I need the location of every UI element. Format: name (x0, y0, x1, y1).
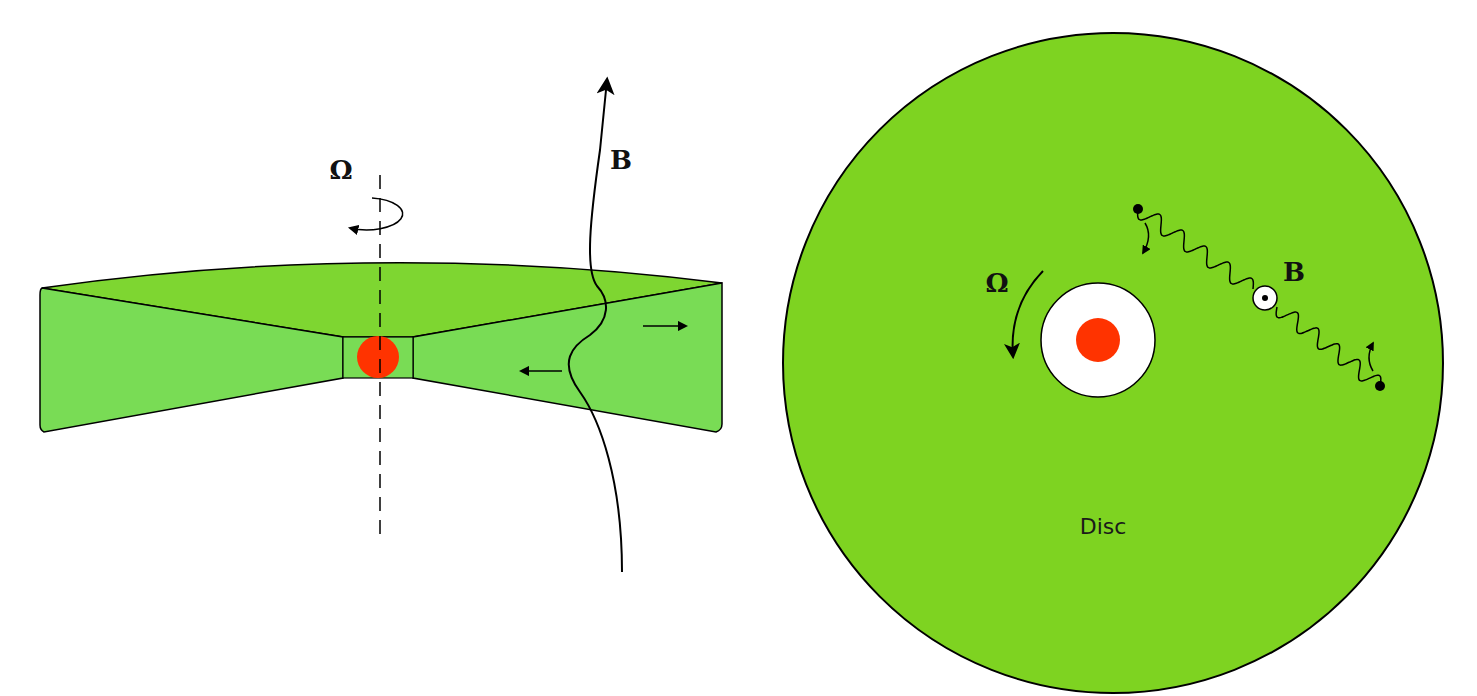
displacement-arrow (643, 325, 686, 327)
central-star (1076, 318, 1120, 362)
motion-arrow (1143, 223, 1149, 253)
field-out-dot (1262, 295, 1268, 301)
field-label: B (610, 145, 632, 175)
inner-rim (343, 337, 413, 378)
fluid-element (1133, 204, 1143, 214)
rotation-arrow (1013, 271, 1043, 356)
rotation-label: Ω (329, 155, 352, 185)
fluid-element (1375, 381, 1385, 391)
field-label: B (1283, 257, 1305, 287)
wave-line (1276, 307, 1381, 386)
disc-outline (783, 33, 1443, 693)
node-label: Disc (1080, 514, 1127, 539)
disc-shape (781, 31, 1445, 695)
central-star (357, 336, 399, 378)
disc-left-face (40, 288, 343, 432)
rotation-arrow (350, 198, 403, 230)
rotation-label: Ω (985, 268, 1008, 298)
inner-hole (1041, 283, 1155, 397)
disc-node: Disc (781, 31, 1445, 695)
displacement-arrow (521, 370, 562, 372)
field-out-symbol (1253, 286, 1277, 310)
motion-arrow (1369, 343, 1373, 371)
wave-line (1138, 209, 1254, 289)
disc-right-face (413, 283, 722, 432)
